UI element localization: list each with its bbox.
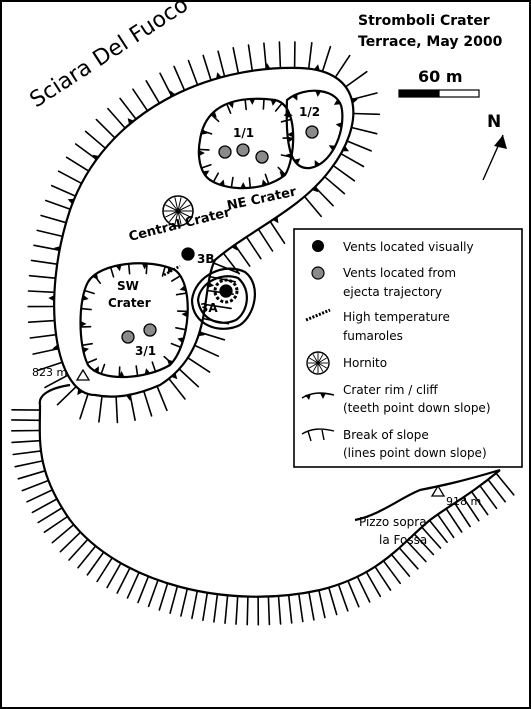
legend-item-3-line2: fumaroles	[343, 329, 403, 343]
break-of-slope-icon	[301, 428, 335, 442]
ne-crater-rim	[197, 97, 295, 190]
fumarole-icon	[305, 308, 331, 322]
summit-east-triangle	[430, 484, 446, 497]
vent-3a	[219, 284, 233, 298]
vent-1-1-a	[218, 145, 232, 159]
scale-label: 60 m	[418, 67, 463, 86]
outer-slope-hachures	[11, 41, 515, 626]
scale-bar	[398, 89, 480, 98]
vents	[121, 125, 319, 344]
sw-crater-label-line2: Crater	[108, 296, 151, 310]
black-dot-icon	[312, 240, 324, 252]
legend-item-5-line1: Crater rim / cliff	[343, 383, 438, 397]
ne-crater-rim-east	[285, 89, 344, 170]
vent-3b	[181, 247, 195, 261]
pizzo-ridge	[354, 468, 501, 522]
legend-item-6-line1: Break of slope	[343, 428, 429, 442]
vent-1-2	[305, 125, 319, 139]
crater-rim-icon	[301, 392, 335, 400]
west-spur	[38, 383, 71, 406]
legend-item-2-line2: ejecta trajectory	[343, 285, 442, 299]
legend-item-3-line1: High temperature	[343, 310, 450, 324]
legend-item-6-line2: (lines point down slope)	[343, 446, 487, 460]
central-crater-rim	[190, 267, 256, 330]
fumarole-line	[163, 264, 181, 277]
vent-label-1-1: 1/1	[233, 126, 254, 140]
crater-rim-teeth	[48, 63, 358, 401]
title-line2: Terrace, May 2000	[358, 34, 503, 50]
vent-3-1-a	[121, 330, 135, 344]
terrace-boundary	[53, 66, 355, 398]
summit-west-triangle	[75, 368, 91, 381]
legend-box	[293, 228, 523, 468]
vent-label-1-2: 1/2	[299, 105, 320, 119]
hornito-legend-icon	[306, 351, 330, 375]
summit-west-elevation: 823 m	[32, 366, 67, 379]
hornito-icon	[162, 195, 194, 227]
north-label: N	[487, 112, 501, 132]
vent-label-3b: 3B	[197, 252, 215, 266]
vent-1-1-b	[236, 143, 250, 157]
legend-item-1-line1: Vents located visually	[343, 240, 474, 254]
title-line1: Stromboli Crater	[358, 13, 490, 29]
pizzo-name-line1: Pizzo sopra	[359, 515, 427, 529]
legend-item-5-line2: (teeth point down slope)	[343, 401, 491, 415]
vent-3a-fumaroles	[213, 278, 239, 304]
summit-east-elevation: 918 m	[446, 495, 481, 508]
southern-slope-line	[38, 404, 501, 598]
vent-label-3a: 3A	[200, 301, 218, 315]
vent-label-3-1: 3/1	[135, 344, 156, 358]
central-crater-inner-rim	[196, 275, 248, 324]
vent-3-1-b	[143, 323, 157, 337]
sw-crater-label-line1: SW	[117, 279, 139, 293]
legend-item-2-line1: Vents located from	[343, 266, 456, 280]
gray-dot-icon	[311, 266, 325, 280]
pizzo-name-line2: la Fossa	[379, 533, 427, 547]
vent-1-1-c	[255, 150, 269, 164]
north-arrow: N	[482, 112, 507, 181]
legend-item-4-line1: Hornito	[343, 356, 387, 370]
legend: Vents located visually Vents located fro…	[293, 228, 523, 468]
